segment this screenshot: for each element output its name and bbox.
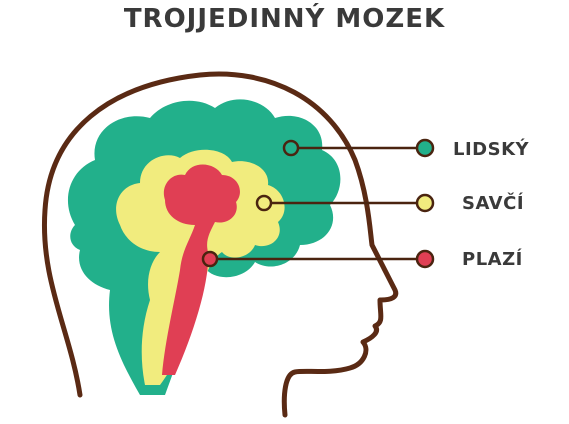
- human-inner-dot: [284, 141, 298, 155]
- mammal-layer-label: SAVČÍ: [462, 193, 524, 214]
- mammal-inner-dot: [257, 196, 271, 210]
- human-layer-label: LIDSKÝ: [453, 139, 529, 160]
- reptile-layer-label: PLAZÍ: [462, 249, 523, 270]
- reptile-outer-dot: [417, 251, 433, 267]
- mammal-outer-dot: [417, 195, 433, 211]
- human-outer-dot: [417, 140, 433, 156]
- reptile-inner-dot: [203, 252, 217, 266]
